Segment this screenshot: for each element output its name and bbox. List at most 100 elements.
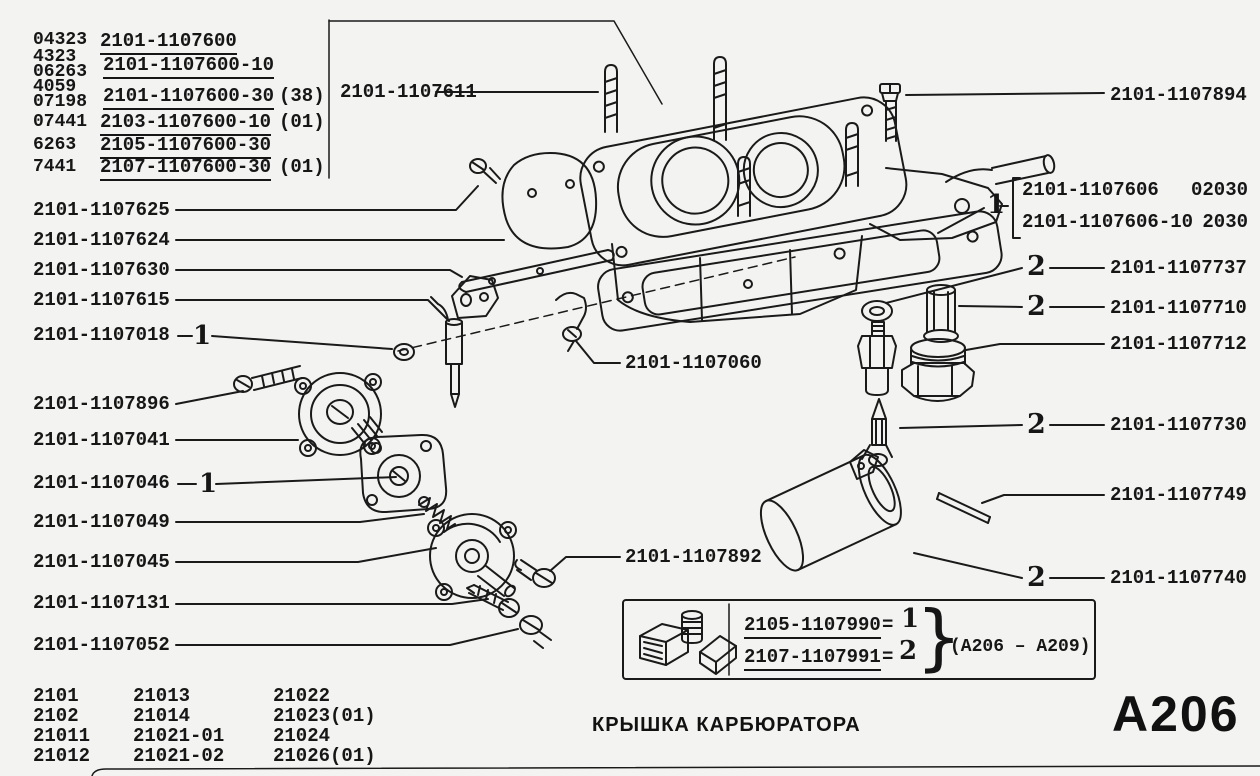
cover-plate-1107624 bbox=[501, 152, 598, 250]
legend-brace: } bbox=[916, 595, 962, 679]
model-cell: 21013 bbox=[133, 685, 191, 707]
assembly-note: (38) bbox=[279, 85, 325, 107]
legend-number-1: 2105-1107990 bbox=[744, 614, 881, 639]
pin-1107749 bbox=[936, 492, 991, 524]
marker-2: 2 bbox=[1027, 562, 1046, 593]
part-label-1107710: 2101-1107710 bbox=[1110, 297, 1247, 319]
bolt-1107896 bbox=[233, 365, 303, 393]
part-label-1107052: 2101-1107052 bbox=[33, 634, 170, 656]
assembly-number: 2103-1107600-10 bbox=[100, 111, 272, 136]
part-label-1107049: 2101-1107049 bbox=[33, 511, 170, 533]
assembly-prefix: 07441 bbox=[33, 112, 88, 132]
part-label-1107712: 2101-1107712 bbox=[1110, 333, 1247, 355]
model-cell: 21012 bbox=[33, 745, 91, 767]
legend-range: (A206 – A209) bbox=[950, 637, 1091, 657]
screw-1107052 bbox=[519, 615, 552, 649]
catalog-code: 02030 bbox=[1190, 179, 1248, 201]
spring-1107049 bbox=[418, 497, 456, 530]
assembly-number: 2107-1107600-30 bbox=[100, 156, 272, 181]
assembly-number: 2105-1107600-30 bbox=[100, 134, 272, 159]
lever-bracket bbox=[451, 275, 499, 319]
gasket-variant-row: 2101-1107606-10 2030 bbox=[1022, 212, 1248, 232]
model-cell: 2101 bbox=[33, 685, 79, 707]
assembly-note: (01) bbox=[279, 111, 325, 133]
part-label-1107892: 2101-1107892 bbox=[625, 546, 762, 568]
page-code: A206 bbox=[1112, 686, 1240, 742]
screw-1107131 bbox=[466, 584, 520, 618]
model-cell: 21021-02 bbox=[133, 745, 225, 767]
marker-2: 2 bbox=[1027, 291, 1046, 322]
part-label-1107018: 2101-1107018 bbox=[33, 324, 170, 346]
gasket-variant-row: 2101-1107606 02030 bbox=[1022, 180, 1248, 200]
assembly-prefix: 6263 bbox=[33, 135, 77, 155]
part-label-1107045: 2101-1107045 bbox=[33, 551, 170, 573]
legend-box bbox=[622, 599, 1096, 680]
needle-seat bbox=[857, 321, 897, 396]
page-title: КРЫШКА КАРБЮРАТОРА bbox=[592, 714, 861, 736]
assembly-prefix: 04323 bbox=[33, 30, 88, 50]
screw-1107625 bbox=[469, 158, 501, 184]
legend-marker-1: 1 bbox=[901, 604, 920, 634]
legend-equals: = bbox=[882, 646, 894, 668]
assembly-prefix: 4059 07198 bbox=[33, 77, 88, 112]
part-number: 2101-1107606 bbox=[1022, 179, 1159, 201]
pump-cover-1107041 bbox=[294, 372, 383, 457]
part-label-1107630: 2101-1107630 bbox=[33, 259, 170, 281]
part-label-1107060: 2101-1107060 bbox=[625, 352, 762, 374]
cover-studs bbox=[604, 56, 859, 217]
assembly-number: 2101-1107600-30 bbox=[103, 85, 275, 110]
screw-1107892 bbox=[514, 559, 556, 588]
diaphragm-1107046 bbox=[359, 433, 448, 514]
part-label-1107615: 2101-1107615 bbox=[33, 289, 170, 311]
page-border bbox=[91, 765, 1260, 776]
pump-body-1107045 bbox=[427, 513, 517, 601]
model-cell: 2102 bbox=[33, 705, 79, 727]
assembly-number: 2101-1107600-10 bbox=[103, 54, 275, 79]
part-label-1107740: 2101-1107740 bbox=[1110, 567, 1247, 589]
part-label-1107046: 2101-1107046 bbox=[33, 472, 170, 494]
model-cell: 21022 bbox=[273, 685, 331, 707]
legend-number-2: 2107-1107991 bbox=[744, 646, 881, 671]
part-label-1107749: 2101-1107749 bbox=[1110, 484, 1247, 506]
plug-1107712 bbox=[901, 338, 975, 402]
assembly-list-bracket bbox=[328, 19, 663, 179]
bolt-1107894 bbox=[879, 83, 901, 142]
assembly-note: (01) bbox=[279, 156, 325, 178]
choke-rod-1107060 bbox=[555, 291, 587, 352]
model-cell: 21024 bbox=[273, 725, 331, 747]
catalog-code: 2030 bbox=[1202, 211, 1248, 233]
part-label-1107611: 2101-1107611 bbox=[340, 81, 477, 103]
part-label-1107894: 2101-1107894 bbox=[1110, 84, 1247, 106]
part-label-1107737: 2101-1107737 bbox=[1110, 257, 1247, 279]
washer-1107737 bbox=[861, 300, 893, 322]
model-cell: 21021-01 bbox=[133, 725, 225, 747]
legend-marker-2: 2 bbox=[899, 636, 918, 666]
assembly-number: 2101-1107600 bbox=[100, 30, 237, 55]
marker-1: 1 bbox=[193, 321, 212, 351]
carburetor-cover-drawing bbox=[579, 96, 1056, 332]
model-cell: 21011 bbox=[33, 725, 91, 747]
assembly-prefix: 4323 06263 bbox=[33, 47, 88, 82]
marker-1: 1 bbox=[987, 190, 1006, 220]
plunger-1107615 bbox=[430, 296, 463, 408]
part-label-1107131: 2101-1107131 bbox=[33, 592, 170, 614]
part-label-1107896: 2101-1107896 bbox=[33, 393, 170, 415]
float-1107740 bbox=[759, 449, 902, 572]
rod-1107630 bbox=[458, 249, 615, 293]
marker-2: 2 bbox=[1027, 251, 1046, 282]
model-cell: 21023(01) bbox=[273, 705, 376, 727]
filter-1107710 bbox=[923, 284, 959, 343]
assembly-prefix: 7441 bbox=[33, 157, 77, 177]
part-label-1107730: 2101-1107730 bbox=[1110, 414, 1247, 436]
part-number: 2101-1107606-10 bbox=[1022, 211, 1194, 233]
ring-1107018 bbox=[393, 343, 415, 361]
part-label-1107625: 2101-1107625 bbox=[33, 199, 170, 221]
model-cell: 21014 bbox=[133, 705, 191, 727]
part-label-1107041: 2101-1107041 bbox=[33, 429, 170, 451]
legend-equals: = bbox=[882, 614, 894, 636]
marker-2: 2 bbox=[1027, 409, 1046, 440]
model-cell: 21026(01) bbox=[273, 745, 376, 767]
leader-lines bbox=[175, 91, 1105, 646]
